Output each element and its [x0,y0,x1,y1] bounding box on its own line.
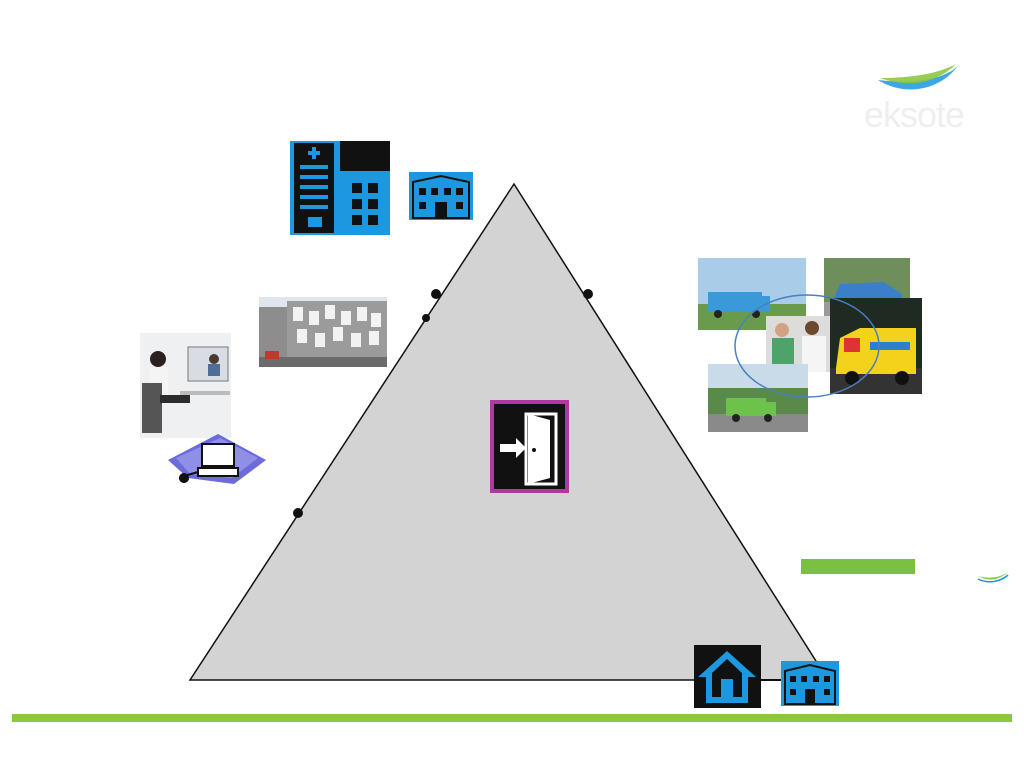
small-logo-mark [977,572,1009,583]
ad-button[interactable] [801,559,915,574]
computer-icon [168,434,266,484]
nurse-patient-photo [766,316,832,372]
building-photo [259,297,387,367]
cycle-arrow [734,294,880,398]
green-van-photo [708,364,808,432]
exit-door-icon [490,400,569,493]
care-home-building-icon [781,661,839,706]
pyramid-node [422,314,430,322]
eksote-logo [878,64,958,90]
logo-text: eksote [864,94,965,135]
home-icon [694,645,761,708]
pyramid-node [293,508,303,518]
hospital-icon [290,141,390,235]
pyramid-node [431,289,441,299]
building-icon [409,172,473,220]
video-conference-photo [140,333,231,438]
bottom-accent-bar [12,714,1012,722]
ambulance-photo [830,298,922,394]
mobile-services-collage [698,258,922,434]
pyramid-node [583,289,593,299]
